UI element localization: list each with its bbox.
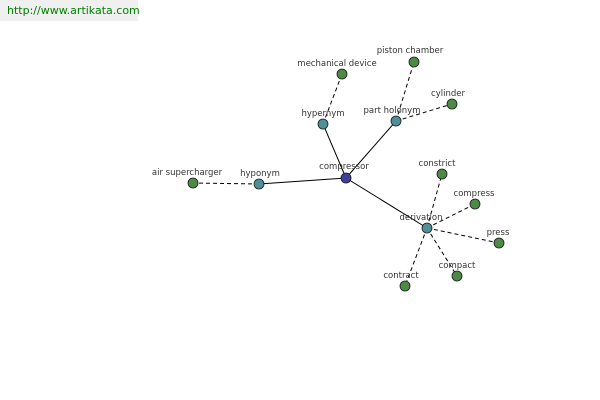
edges-layer	[192, 61, 500, 287]
label-compact: compact	[439, 261, 476, 271]
label-part-holonym: part holonym	[364, 106, 421, 116]
node-constrict[interactable]	[436, 168, 448, 180]
edge-hypernym-mechanical-device	[322, 73, 343, 125]
label-hyponym: hyponym	[240, 169, 280, 179]
label-compressor: compressor	[319, 162, 369, 172]
label-press: press	[487, 228, 510, 238]
node-compressor[interactable]	[340, 172, 352, 184]
label-hypernym: hypernym	[301, 109, 344, 119]
edge-derivation-constrict	[426, 173, 443, 229]
label-air-supercharger: air supercharger	[152, 168, 223, 178]
site-url-banner[interactable]: http://www.artikata.com	[0, 0, 140, 21]
edge-compressor-hyponym	[258, 177, 347, 185]
node-hypernym[interactable]	[317, 118, 329, 130]
node-air-supercharger[interactable]	[187, 177, 199, 189]
edge-derivation-press	[426, 227, 500, 244]
node-press[interactable]	[493, 237, 505, 249]
edge-hyponym-air-supercharger	[192, 182, 260, 185]
label-constrict: constrict	[419, 159, 457, 169]
label-derivation: derivation	[399, 213, 442, 223]
edge-derivation-contract	[404, 227, 428, 287]
edge-compressor-derivation	[345, 177, 428, 229]
node-mechanical-device[interactable]	[336, 68, 348, 80]
edge-compressor-hypernym	[322, 123, 347, 179]
node-part-holonym[interactable]	[390, 115, 402, 127]
node-piston-chamber[interactable]	[408, 56, 420, 68]
label-mechanical-device: mechanical device	[297, 59, 376, 69]
node-compress[interactable]	[469, 198, 481, 210]
node-cylinder[interactable]	[446, 98, 458, 110]
node-hyponym[interactable]	[253, 178, 265, 190]
label-contract: contract	[383, 271, 419, 281]
edge-derivation-compress	[426, 203, 476, 229]
labels-layer: compressor hypernym part holonym hyponym…	[152, 46, 510, 281]
label-compress: compress	[454, 189, 496, 199]
edge-part-holonym-cylinder	[395, 103, 453, 122]
label-cylinder: cylinder	[431, 89, 465, 99]
nodes-layer	[187, 56, 505, 292]
edge-compressor-part-holonym	[345, 120, 397, 179]
node-contract[interactable]	[399, 280, 411, 292]
edge-derivation-compact	[426, 227, 458, 277]
label-piston-chamber: piston chamber	[377, 46, 444, 56]
node-compact[interactable]	[451, 270, 463, 282]
node-derivation[interactable]	[421, 222, 433, 234]
edge-part-holonym-piston-chamber	[395, 61, 415, 122]
